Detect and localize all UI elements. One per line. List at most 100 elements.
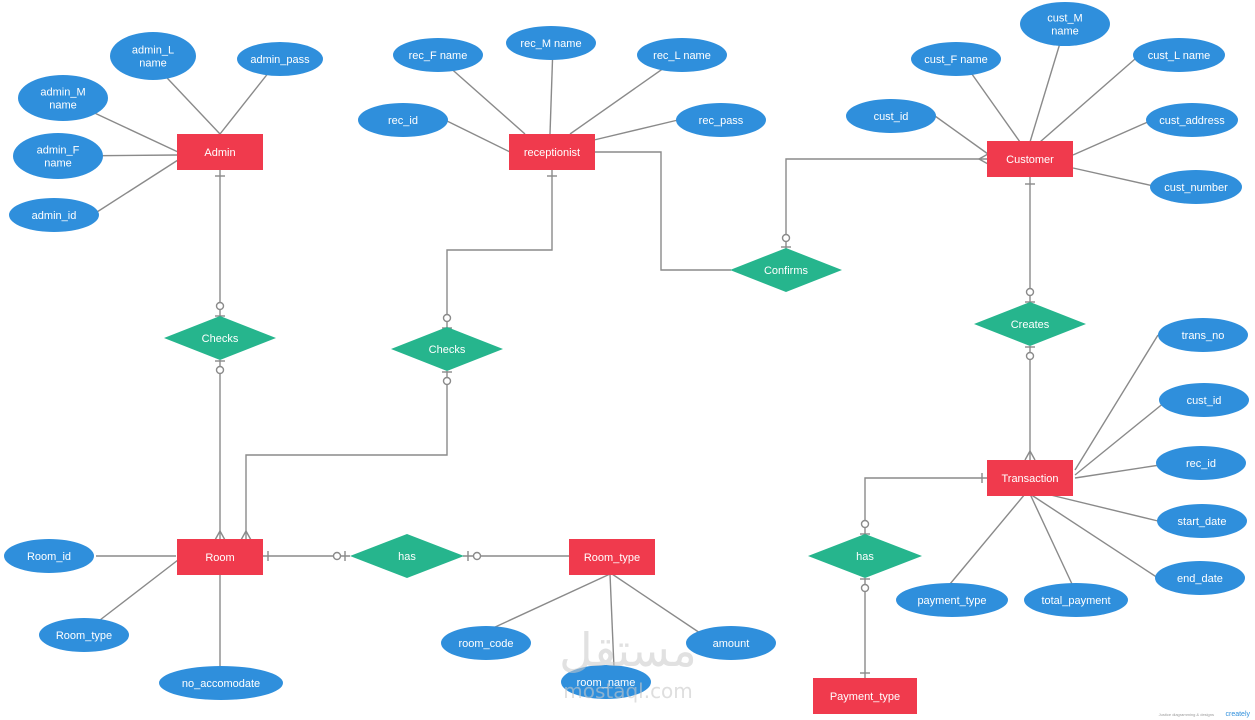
attribute-label: cust_number bbox=[1164, 182, 1228, 194]
attribute-cust-l-name[interactable]: cust_L name bbox=[1133, 38, 1225, 72]
attribute-connector bbox=[446, 120, 511, 153]
attribute-ellipse bbox=[896, 583, 1008, 617]
entity-transaction[interactable]: Transaction bbox=[987, 460, 1073, 496]
entity-room[interactable]: Room bbox=[177, 539, 263, 575]
attribute-connector bbox=[99, 559, 179, 621]
attribute-connector bbox=[949, 493, 1026, 585]
attribute-ellipse bbox=[846, 99, 936, 133]
entity-customer[interactable]: Customer bbox=[987, 141, 1073, 177]
attribute-cust-number[interactable]: cust_number bbox=[1150, 170, 1242, 204]
relationship-checks-admin[interactable]: Checks bbox=[164, 316, 276, 360]
attribute-label: cust_address bbox=[1159, 115, 1225, 127]
attribute-label: cust_id bbox=[1187, 395, 1222, 407]
relationship-label: Confirms bbox=[764, 265, 809, 277]
watermark-latin: mostaql.com bbox=[563, 679, 693, 703]
relationship-checks-rec[interactable]: Checks bbox=[391, 327, 503, 371]
attribute-room-id[interactable]: Room_id bbox=[4, 539, 94, 573]
attribute-ellipse bbox=[1150, 170, 1242, 204]
attribute-total-payment[interactable]: total_payment bbox=[1024, 583, 1128, 617]
attribute-ellipse bbox=[561, 665, 651, 699]
attribute-ellipse bbox=[13, 133, 103, 179]
attribute-connector bbox=[96, 159, 179, 213]
relationship-label: has bbox=[856, 551, 874, 563]
attribute-label: cust_id bbox=[874, 111, 909, 123]
zero-marker bbox=[215, 365, 225, 375]
attribute-label: Room_id bbox=[27, 551, 71, 563]
attribute-label: rec_id bbox=[1186, 458, 1216, 470]
attribute-connector bbox=[1029, 493, 1159, 579]
entity-label: Payment_type bbox=[830, 691, 900, 703]
attribute-t-rec-id[interactable]: rec_id bbox=[1156, 446, 1246, 480]
relationship-has-pay[interactable]: has bbox=[808, 534, 922, 578]
attribute-room-type-attr[interactable]: Room_type bbox=[39, 618, 129, 652]
attribute-amount[interactable]: amount bbox=[686, 626, 776, 660]
attribute-ellipse bbox=[4, 539, 94, 573]
receptionist-confirms-connector bbox=[594, 151, 731, 271]
many-marker bbox=[1024, 449, 1036, 461]
many-marker bbox=[977, 153, 989, 165]
attribute-label: Room_type bbox=[56, 630, 112, 642]
attribute-connector bbox=[492, 573, 611, 629]
attribute-label: start_date bbox=[1178, 516, 1227, 528]
attribute-label: rec_M name bbox=[520, 38, 581, 50]
attribute-label-line-1: admin_F bbox=[37, 145, 80, 157]
attribute-rec-f-name[interactable]: rec_F name bbox=[393, 38, 483, 72]
attribute-admin-id[interactable]: admin_id bbox=[9, 198, 99, 232]
attribute-ellipse bbox=[1157, 504, 1247, 538]
creately-logo: creately bbox=[1225, 711, 1250, 718]
entity-payment-type[interactable]: Payment_type bbox=[813, 678, 917, 714]
attribute-label: admin_pass bbox=[250, 54, 310, 66]
attribute-connector bbox=[593, 119, 679, 141]
attribute-start-date[interactable]: start_date bbox=[1157, 504, 1247, 538]
zero-marker bbox=[472, 551, 482, 561]
attribute-connector bbox=[934, 115, 989, 155]
entity-box bbox=[509, 134, 595, 170]
attribute-ellipse bbox=[1024, 583, 1128, 617]
relationship-confirms[interactable]: Confirms bbox=[730, 248, 842, 292]
zero-marker bbox=[442, 376, 452, 386]
attribute-rec-l-name[interactable]: rec_L name bbox=[637, 38, 727, 72]
attribute-admin-pass[interactable]: admin_pass bbox=[237, 42, 323, 76]
attribute-cust-id[interactable]: cust_id bbox=[846, 99, 936, 133]
attribute-rec-m-name[interactable]: rec_M name bbox=[506, 26, 596, 60]
attribute-ellipse bbox=[39, 618, 129, 652]
attribute-payment-type[interactable]: payment_type bbox=[896, 583, 1008, 617]
attribute-t-cust-id[interactable]: cust_id bbox=[1159, 383, 1249, 417]
zero-marker bbox=[860, 583, 870, 593]
entity-receptionist[interactable]: receptionist bbox=[509, 134, 595, 170]
entity-admin[interactable]: Admin bbox=[177, 134, 263, 170]
relationship-diamond bbox=[391, 327, 503, 371]
attribute-rec-id[interactable]: rec_id bbox=[358, 103, 448, 137]
attribute-end-date[interactable]: end_date bbox=[1155, 561, 1245, 595]
attribute-no-accomodate[interactable]: no_accomodate bbox=[159, 666, 283, 700]
attribute-room-code[interactable]: room_code bbox=[441, 626, 531, 660]
attribute-label: trans_no bbox=[1182, 330, 1225, 342]
attribute-label: room_name bbox=[577, 677, 636, 689]
attribute-trans-no[interactable]: trans_no bbox=[1158, 318, 1248, 352]
attribute-label-line-2: name bbox=[49, 100, 77, 112]
attribute-label-line-2: name bbox=[139, 58, 167, 70]
relationship-label: Checks bbox=[429, 344, 466, 356]
attribute-room-name[interactable]: room_name bbox=[561, 665, 651, 699]
attribute-cust-f-name[interactable]: cust_F name bbox=[911, 42, 1001, 76]
entity-box bbox=[177, 539, 263, 575]
attribute-connector bbox=[1072, 167, 1159, 188]
attribute-ellipse bbox=[1155, 561, 1245, 595]
attribute-ellipse bbox=[110, 32, 196, 80]
attribute-rec-pass[interactable]: rec_pass bbox=[676, 103, 766, 137]
attribute-label-line-2: name bbox=[1051, 26, 1079, 38]
relationship-has-room[interactable]: has bbox=[350, 534, 464, 578]
attribute-cust-address[interactable]: cust_address bbox=[1146, 103, 1238, 137]
relationship-creates[interactable]: Creates bbox=[974, 302, 1086, 346]
attribute-connector bbox=[1074, 334, 1159, 471]
attribute-label: rec_F name bbox=[409, 50, 468, 62]
attribute-ellipse bbox=[1159, 383, 1249, 417]
attribute-label-line-2: name bbox=[44, 158, 72, 170]
entity-room-type[interactable]: Room_type bbox=[569, 539, 655, 575]
attribute-ellipse bbox=[441, 626, 531, 660]
